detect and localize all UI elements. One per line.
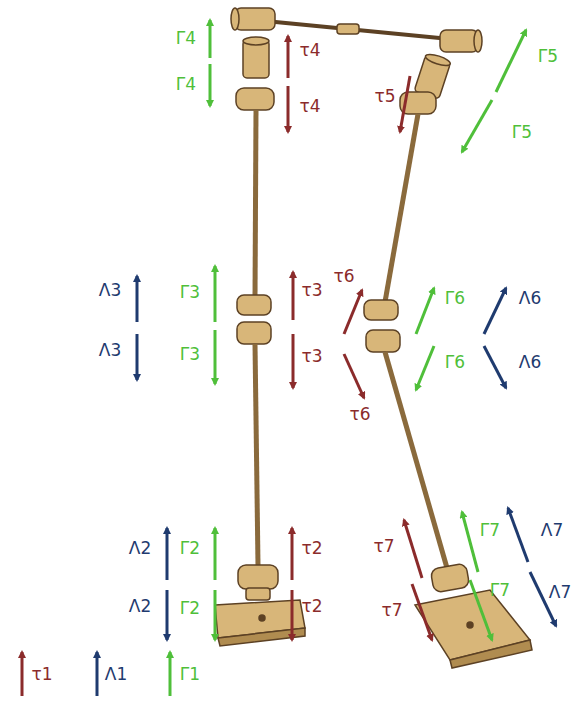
torque-force-label: Γ7 — [490, 582, 510, 599]
torque-force-label: τ1 — [31, 666, 52, 683]
torque-force-label: Λ6 — [519, 354, 541, 371]
torque-force-label: τ6 — [333, 268, 354, 285]
torque-force-label: τ7 — [381, 602, 402, 619]
torque-force-label: Γ5 — [512, 124, 532, 141]
torque-force-label: Γ4 — [176, 76, 196, 93]
torque-force-label: Λ7 — [541, 522, 563, 539]
torque-force-label: τ4 — [299, 42, 320, 59]
torque-force-label: τ3 — [301, 348, 322, 365]
torque-force-label: τ2 — [301, 540, 322, 557]
torque-force-label: Γ3 — [180, 284, 200, 301]
torque-force-label: τ5 — [374, 88, 395, 105]
torque-force-label: τ2 — [301, 598, 322, 615]
torque-force-label: τ7 — [373, 538, 394, 555]
torque-force-label: Γ2 — [180, 600, 200, 617]
torque-force-label: Λ2 — [129, 540, 151, 557]
torque-force-label: Γ2 — [180, 540, 200, 557]
torque-force-label: Λ3 — [99, 342, 121, 359]
torque-force-label: Λ6 — [519, 290, 541, 307]
torque-force-label: Γ1 — [180, 666, 200, 683]
torque-force-label: Γ6 — [445, 290, 465, 307]
torque-force-label: Γ7 — [480, 522, 500, 539]
torque-force-label: Λ1 — [105, 666, 127, 683]
torque-force-label: Λ2 — [129, 598, 151, 615]
torque-force-label: Γ5 — [538, 48, 558, 65]
torque-force-label: τ6 — [349, 406, 370, 423]
torque-force-label: Λ3 — [99, 282, 121, 299]
torque-force-label: Γ4 — [176, 30, 196, 47]
torque-force-label: Λ7 — [549, 584, 571, 601]
torque-force-label: τ3 — [301, 282, 322, 299]
torque-force-label: τ4 — [299, 98, 320, 115]
torque-force-label: Γ6 — [445, 354, 465, 371]
torque-force-label: Γ3 — [180, 346, 200, 363]
